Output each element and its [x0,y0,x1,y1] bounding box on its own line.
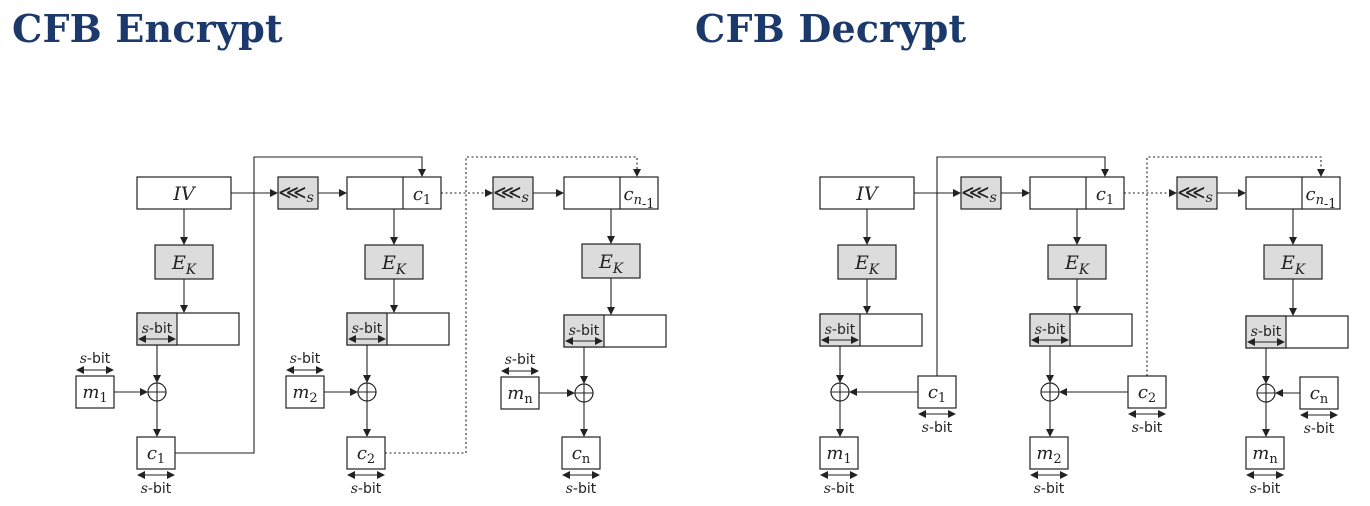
enc-m-box-2 [500,376,540,410]
enc-m-sbit-label-0: s-bit [80,351,111,367]
dec-m-sbit-label-0: s-bit [824,481,855,497]
enc-m-box-1-label: m2 [292,382,317,406]
dec-shift-box-2-label: ⋘s [1177,180,1213,206]
dec-c-sbit-label-0: s-bit [922,420,953,436]
enc-ek-box-1-label: EK [381,252,407,278]
dec-m-box-2-label: mn [1252,443,1277,467]
dec-m-box-0-label: m1 [826,443,851,467]
enc-ek-box-0 [154,244,214,280]
dec-feedback-c2 [1146,156,1325,376]
enc-feedback-c2 [385,156,641,454]
dec-sbit-register-1-label: s-bit [1035,322,1066,338]
dec-cn1-register [1245,176,1341,210]
dec-ek-box-0-label: EK [854,252,880,278]
enc-shift-box-1 [277,176,319,210]
dec-c-box-1 [1127,375,1167,409]
dec-c-box-0 [917,375,957,409]
dec-c-box-2-label: cn [1310,383,1328,407]
dec-ek-box-2-label: EK [1280,252,1306,278]
encrypt-title: CFB Encrypt [12,6,283,51]
dec-shift-box-1-label: ⋘s [961,180,997,206]
dec-ek-box-0 [837,244,897,280]
dec-cn1-register-label: cn-1 [1305,184,1336,212]
dec-iv-register [819,176,915,210]
dec-c1-register-label: c1 [1096,184,1114,208]
enc-m-sbit-label-1: s-bit [290,351,321,367]
enc-shift-box-1-label: ⋘s [278,180,314,206]
dec-ek-box-1 [1047,244,1107,280]
enc-c-box-1-label: c2 [357,443,375,467]
dec-sbit-register-2-label: s-bit [1251,324,1282,340]
enc-sbit-register-2-label: s-bit [569,323,600,339]
dec-c-sbit-label-2: s-bit [1304,421,1335,437]
dec-m-box-1-label: m2 [1036,443,1061,467]
dec-sbit-register-0-label: s-bit [825,322,856,338]
decrypt-title: CFB Decrypt [695,6,967,51]
enc-m-sbit-label-2: s-bit [505,352,536,368]
enc-shift-box-2-label: ⋘s [493,180,529,206]
enc-c-box-2 [561,436,601,470]
dec-m-sbit-label-2: s-bit [1250,481,1281,497]
enc-cn1-register [563,176,659,210]
enc-ek-box-0-label: EK [171,252,197,278]
enc-sbit-register-0-label: s-bit [142,321,173,337]
enc-c-box-0 [136,436,176,470]
enc-c-sbit-label-1: s-bit [351,481,382,497]
enc-m-box-0 [75,375,115,409]
enc-cn1-register-label: cn-1 [623,184,654,212]
enc-c-box-0-label: c1 [147,443,165,467]
dec-m-box-2 [1245,436,1285,470]
enc-ek-box-1 [364,244,424,280]
dec-c-box-1-label: c2 [1138,382,1156,406]
dec-shift-box-1 [960,176,1002,210]
enc-ek-box-2-label: EK [598,251,624,277]
dec-m-box-0 [819,436,859,470]
enc-c-box-1 [346,436,386,470]
dec-m-sbit-label-1: s-bit [1034,481,1065,497]
enc-m-box-0-label: m1 [82,382,107,406]
enc-sbit-register-1-label: s-bit [352,321,383,337]
enc-c1-register-label: c1 [413,184,431,208]
enc-m-box-2-label: mn [507,383,532,407]
enc-shift-box-2 [492,176,534,210]
dec-c-box-2 [1299,376,1339,410]
enc-iv-label: IV [172,183,197,205]
enc-c-box-2-label: cn [572,443,590,467]
dec-c-box-0-label: c1 [928,382,946,406]
dec-ek-box-1-label: EK [1064,252,1090,278]
dec-iv-label: IV [855,183,880,205]
dec-ek-box-2 [1263,244,1323,280]
dec-c-sbit-label-1: s-bit [1132,420,1163,436]
dec-feedback-c1 [936,156,1109,376]
enc-c-sbit-label-2: s-bit [566,481,597,497]
dec-m-box-1 [1029,436,1069,470]
enc-feedback-c1 [175,156,426,454]
enc-c-sbit-label-0: s-bit [141,481,172,497]
